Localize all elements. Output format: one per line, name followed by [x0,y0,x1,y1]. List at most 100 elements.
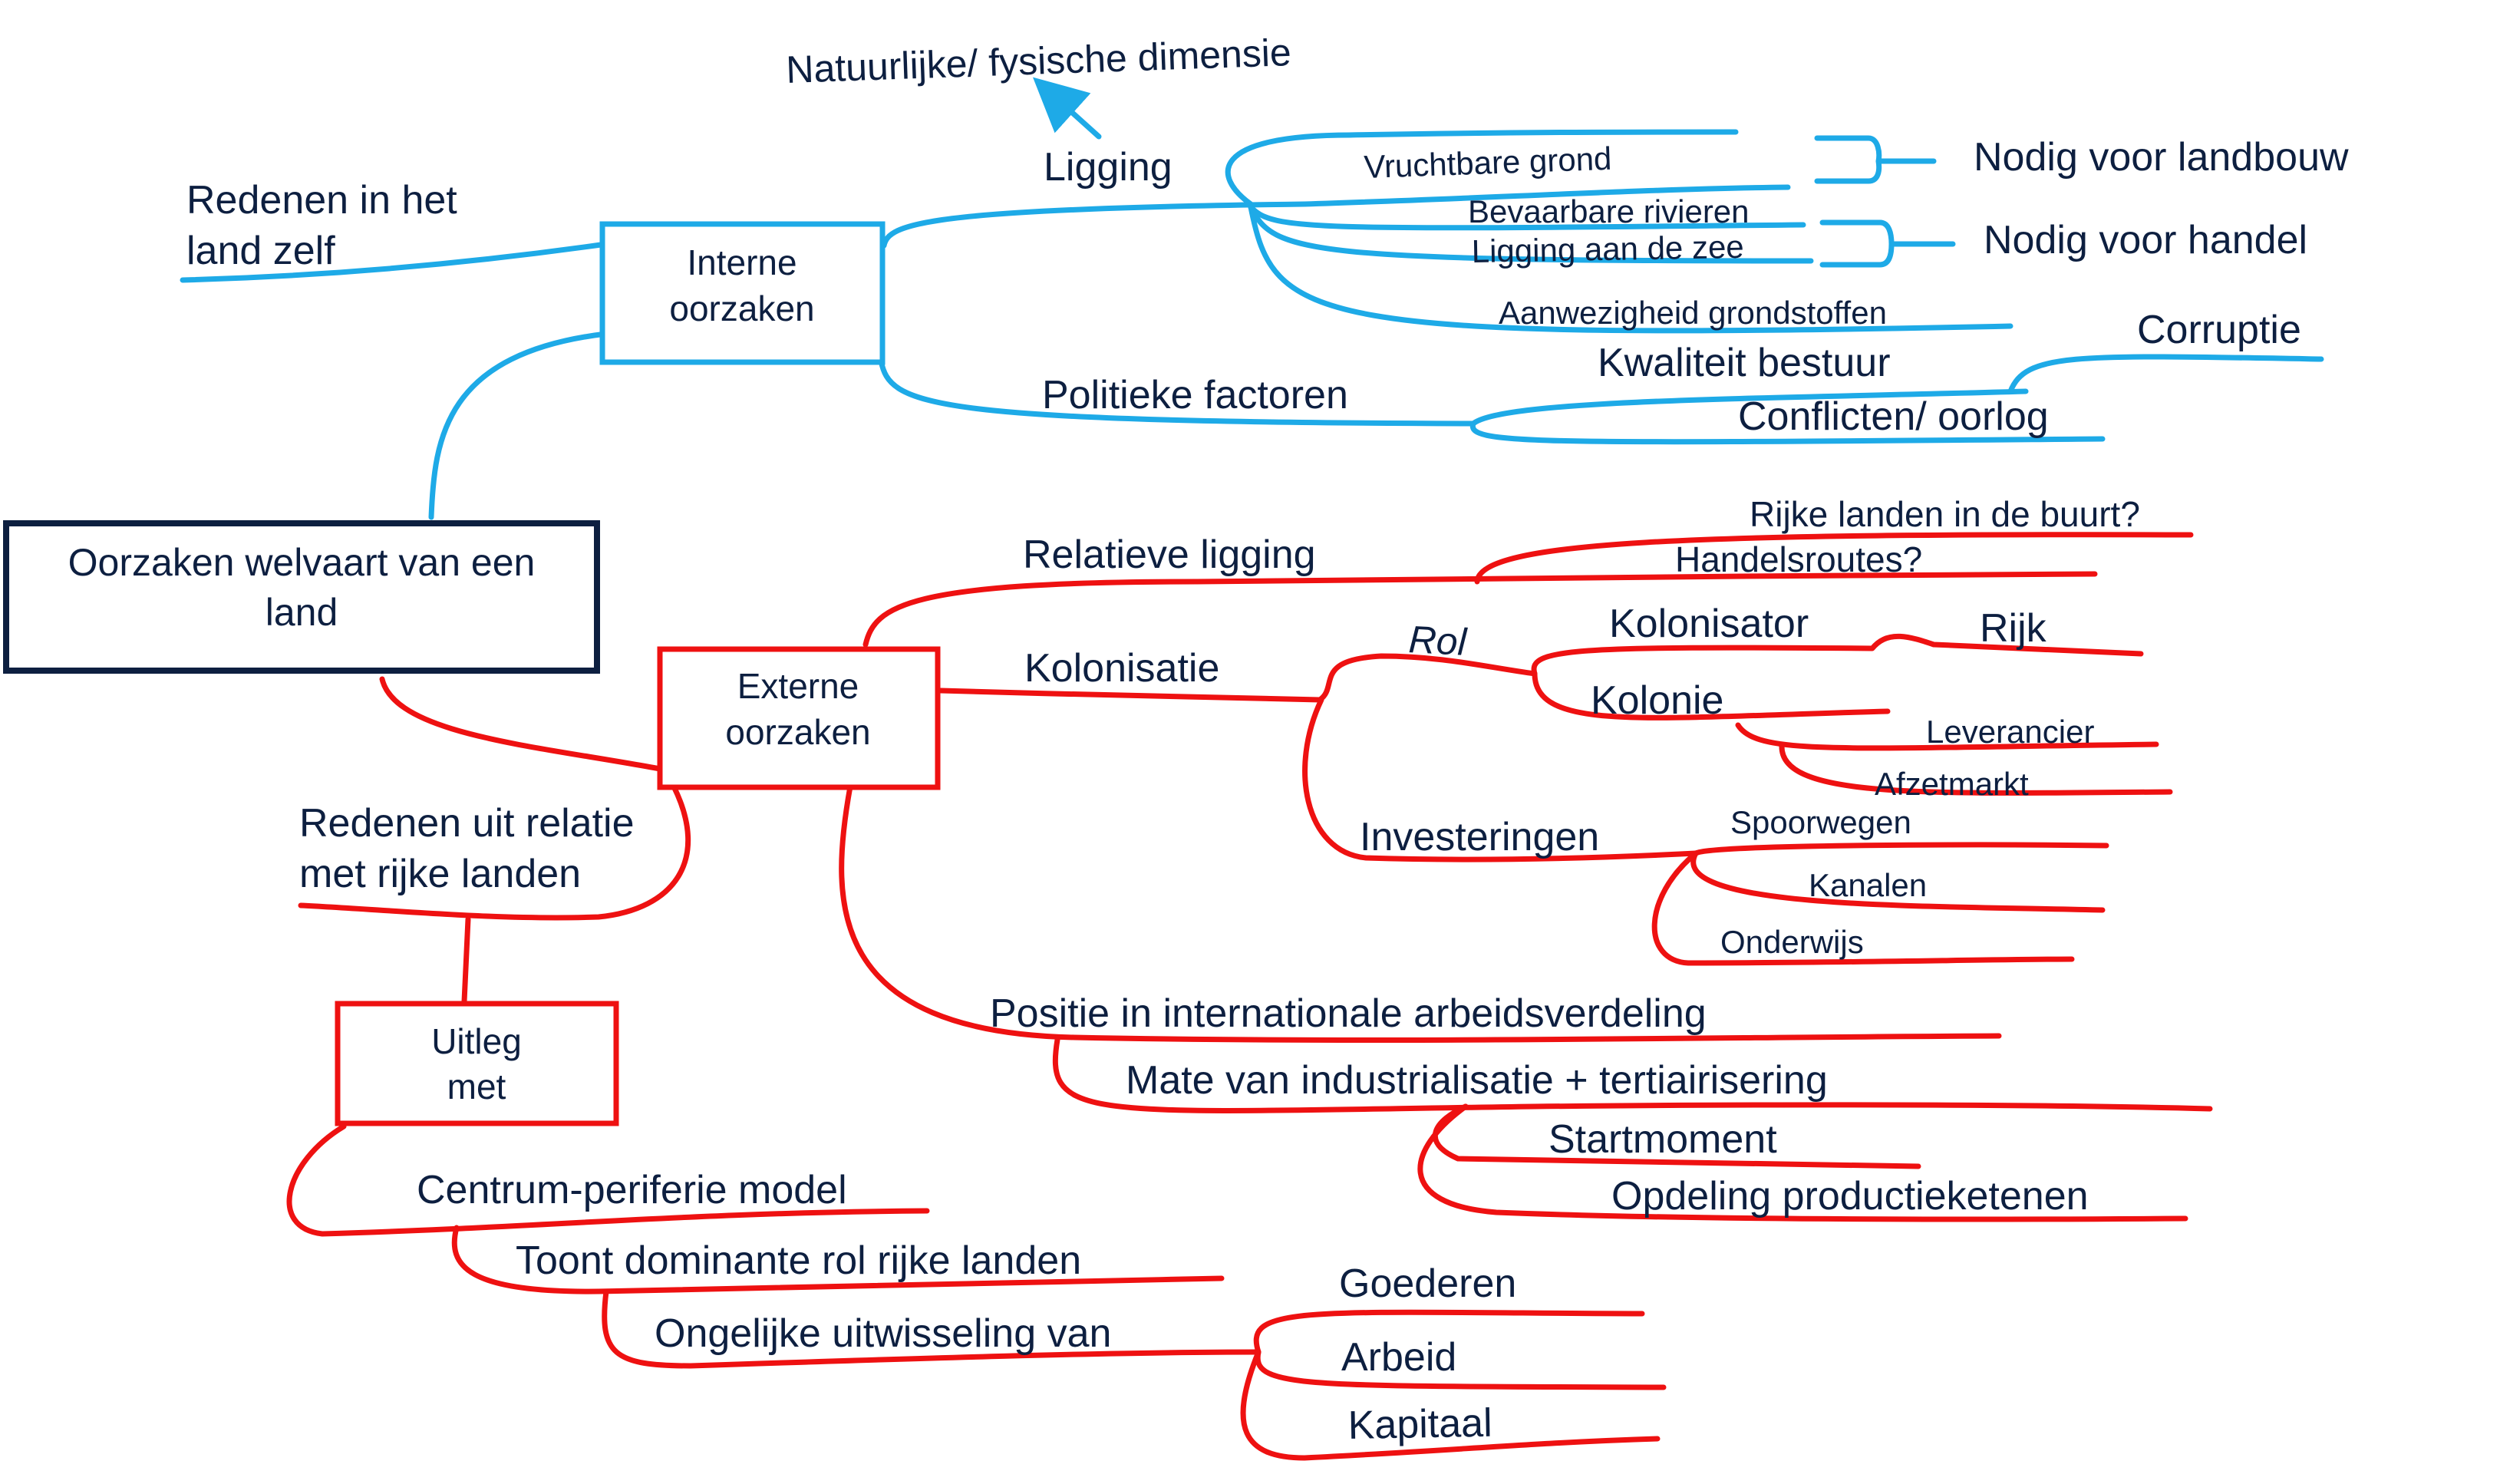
internal-branches [180,77,2324,520]
root-node: Oorzaken welvaart van een land [3,520,600,674]
needed-trade-label: Nodig voor handel [1984,218,2307,262]
relative-location-label: Relatieve ligging [1023,533,1316,577]
investments-label: Investeringen [1360,815,1599,859]
line-sea-location [1248,204,1814,264]
line-colonizer [1531,633,2144,677]
external-node: Externe oorzaken [657,646,941,790]
navigable-rivers-label: Bevaarbare rivieren [1468,193,1750,229]
connector-colonization-role [1317,653,1538,703]
division-of-labour-label: Positie in internationale arbeidsverdeli… [990,991,1707,1036]
line-corruption [2007,354,2324,394]
colonizer-label: Kolonisator [1609,602,1809,646]
explanation-labels: Centrum-periferie model Toont dominante … [417,1168,1516,1448]
underline-political-factors [878,358,1476,427]
explanation-label-line2: met [447,1067,506,1106]
railways-label: Spoorwegen [1730,804,1911,840]
line-goods [1253,1309,1645,1355]
connector-colonization-investments [1302,697,1699,862]
line-rich-neighbors [1474,532,2194,585]
line-governance [1470,388,2029,427]
connector-explanation-to-model [286,1123,930,1237]
unequal-exchange-label: Ongelijke uitwisseling van [655,1311,1111,1356]
connector-ligging-stack [1225,132,1354,207]
industrialization-label: Mate van industrialisatie + tertiairiser… [1126,1058,1828,1103]
internal-reason-line1: Redenen in het [186,178,457,223]
external-labels: Redenen uit relatie met rijke landen Rel… [299,494,2140,1219]
fertile-soil-label: Vruchtbare grond [1364,140,1612,185]
line-dominant-role [451,1225,1225,1294]
underline-internal-reason [180,241,609,283]
external-branches [286,532,2213,1461]
goods-label: Goederen [1339,1261,1516,1306]
education-label: Onderwijs [1720,924,1864,960]
dominant-role-label: Toont dominante rol rijke landen [516,1238,1081,1283]
line-unequal-exchange [602,1288,1262,1369]
external-label-line1: Externe [737,666,859,706]
external-box [657,646,941,790]
line-sales-market [1779,743,2173,796]
needed-agriculture-label: Nodig voor landbouw [1974,135,2349,180]
bracket-trade [1819,219,1956,268]
line-railways [1693,842,2109,856]
line-conflicts [1469,420,2106,445]
internal-box [599,221,886,365]
underline-ligging [881,201,1308,249]
external-reason-line2: met rijke landen [299,852,581,896]
raw-materials-label: Aanwezigheid grondstoffen [1499,295,1887,331]
line-supplier [1735,722,2159,751]
internal-labels: Redenen in het land zelf Natuurlijke/ fy… [186,31,2349,439]
underline-colonization [938,688,1323,703]
explanation-node: Uitleg met [335,1001,619,1126]
line-canals [1690,850,2106,913]
capital-label: Kapitaal [1347,1401,1492,1448]
root-label-line1: Oorzaken welvaart van een [68,541,536,584]
labour-label: Arbeid [1341,1335,1456,1380]
internal-node: Interne oorzaken [599,221,886,365]
arrow-to-natural-dimension [1032,77,1102,140]
connector-root-to-internal [428,331,609,520]
line-colony [1532,671,1891,721]
connector-root-to-external [379,676,663,772]
line-industrialization [1052,1037,2213,1114]
explanation-label-line1: Uitleg [431,1021,522,1061]
sales-market-label: Afzetmarkt [1875,766,2029,802]
line-raw-materials [1248,204,2014,334]
supplier-label: Leverancier [1926,714,2094,750]
trade-routes-label: Handelsroutes? [1675,539,1922,579]
line-labour [1255,1349,1667,1390]
role-label: Rol [1407,618,1469,664]
line-fertile-soil-top [1346,129,1739,138]
canals-label: Kanalen [1809,867,1927,903]
root-box [3,520,600,674]
internal-label-line2: oorzaken [669,289,814,328]
underline-relative-location [862,571,2098,648]
sea-location-label: Ligging aan de zee [1471,229,1744,269]
rich-label: Rijk [1980,606,2047,651]
internal-label-line1: Interne [687,242,797,282]
external-reason-line1: Redenen uit relatie [299,801,635,846]
colony-label: Kolonie [1591,678,1723,723]
external-label-line2: oorzaken [725,712,870,752]
line-fertile-soil [1301,184,1791,207]
product-chains-label: Opdeling productieketenen [1611,1174,2089,1219]
colonization-label: Kolonisatie [1024,646,1219,691]
bracket-agriculture [1814,135,1937,184]
conflicts-label: Conflicten/ oorlog [1738,394,2049,439]
connector-external-to-reason [298,783,691,921]
connector-reason-to-explanation [461,916,471,1004]
line-product-chains [1417,1103,2188,1222]
line-education [1651,850,2075,966]
line-capital [1240,1349,1661,1461]
core-periphery-label: Centrum-periferie model [417,1168,847,1212]
rich-neighbors-label: Rijke landen in de buurt? [1750,494,2140,534]
root-label-line2: land [266,591,338,634]
ligging-label: Ligging [1044,145,1172,190]
internal-reason-line2: land zelf [186,229,335,273]
start-moment-label: Startmoment [1548,1117,1777,1162]
natural-dimension-label: Natuurlijke/ fysische dimensie [785,31,1291,91]
connector-external-to-positions [839,783,2002,1043]
governance-quality-label: Kwaliteit bestuur [1598,341,1891,385]
line-navigable-rivers [1248,204,1806,231]
